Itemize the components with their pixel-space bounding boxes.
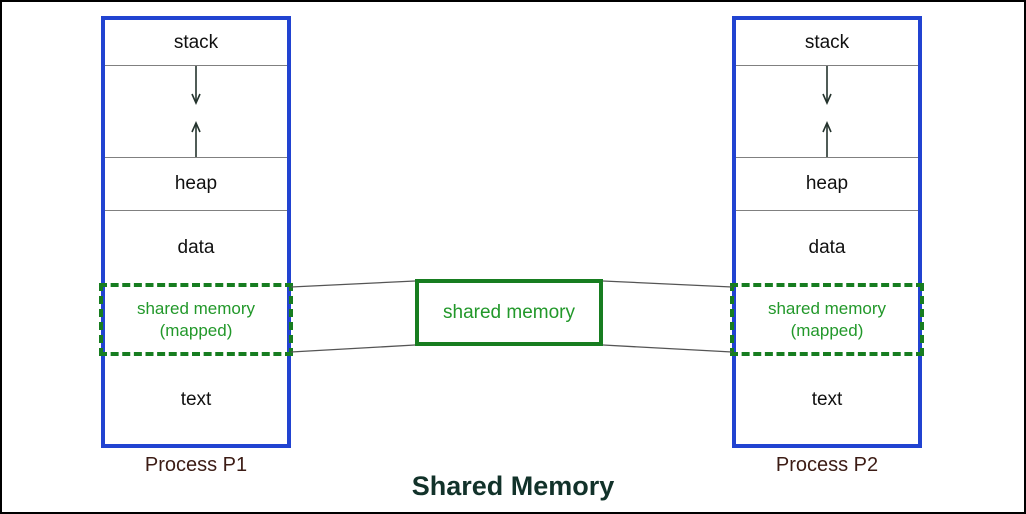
segment-stack-p2: stack [736,20,918,66]
connector-p2-bottom [602,344,733,353]
segment-growth-gap-p2 [736,66,918,158]
connector-p1-top [290,280,416,288]
diagram-title: Shared Memory [411,471,615,501]
central-shared-memory-box: shared memory [415,279,603,346]
segment-text-label: text [180,389,212,410]
segment-text-p1: text [105,356,287,444]
shared-mapped-label-line2: (mapped) [159,320,233,340]
segment-text-label: text [811,389,843,410]
segment-data-label: data [177,237,215,258]
segment-heap-label: heap [805,173,849,194]
process-p2-label: Process P2 [775,454,879,476]
connector-p2-top [602,280,733,288]
process-box-p2: stack heap data shared memory (mapped) t… [730,16,924,448]
segment-heap-label: heap [174,173,218,194]
segment-heap-p2: heap [736,158,918,211]
segment-data-label: data [808,237,846,258]
central-shared-memory-label: shared memory [443,301,575,323]
segment-data-p2: data [736,211,918,285]
segment-stack-p1: stack [105,20,287,66]
process-box-p1: stack heap data shared memory (mapped) t… [99,16,293,448]
segment-growth-gap-p1 [105,66,287,158]
segment-text-p2: text [736,356,918,444]
segment-data-p1: data [105,211,287,285]
shared-mapped-label-line2: (mapped) [790,320,864,340]
segment-stack-label: stack [804,31,850,53]
segment-heap-p1: heap [105,158,287,211]
shared-mapped-label-line1: shared memory [136,299,256,319]
shared-mapped-label-line1: shared memory [767,299,887,319]
shared-memory-mapped-region-p1: shared memory (mapped) [99,283,293,356]
connector-p1-bottom [290,344,416,353]
shared-memory-mapped-region-p2: shared memory (mapped) [730,283,924,356]
process-p1-label: Process P1 [144,454,248,476]
segment-stack-label: stack [173,31,219,53]
